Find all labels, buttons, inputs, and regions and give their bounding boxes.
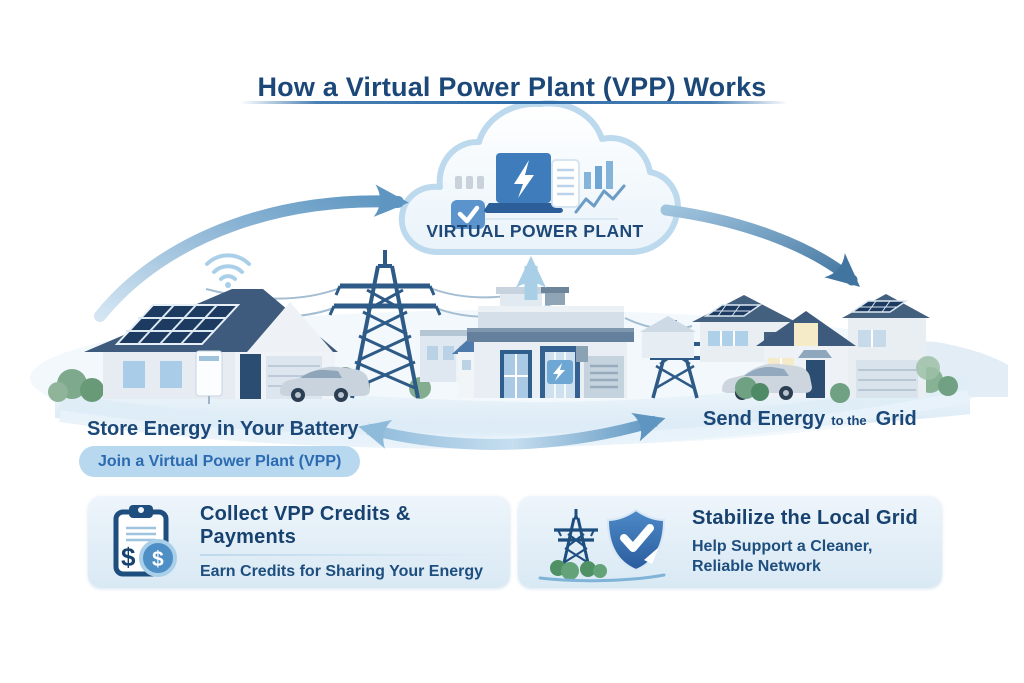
credits-panel-subtitle: Earn Credits for Sharing Your Energy [200,562,484,580]
grid-panel-subtitle: Help Support a Cleaner, Reliable Network [692,538,873,575]
grid-panel: Stabilize the Local Grid Help Support a … [518,496,942,588]
tower-bushes [550,560,607,580]
factory-building [458,287,634,398]
store-energy-heading: Store Energy in Your Battery [87,418,359,440]
send-energy-tail: Grid [875,408,917,430]
bolt-sign-icon [547,360,573,384]
vpp-cloud-label: VIRTUAL POWER PLANT [426,221,644,241]
report-doc-icon [551,159,580,208]
arrow-battery-grid-exchange [358,412,666,450]
send-energy-lead: Send Energy [703,408,826,430]
coin-dollar-sign: $ [152,548,164,571]
wifi-icon [205,253,251,288]
credits-panel-title: Collect VPP Credits & Payments [200,502,411,548]
ev-car-left [280,366,370,402]
page-title: How a Virtual Power Plant (VPP) Works [257,72,767,103]
credits-panel: $ $ Collect VPP Credits & Payments Earn … [88,496,510,588]
solar-panel-array-icon [114,304,241,345]
shield-check-icon [606,508,666,572]
tower-icon [554,509,598,573]
clipboard-dollar-icon: $ $ [113,505,177,577]
arrow-cloud-to-grid [660,204,861,287]
dollar-sign: $ [121,542,136,572]
join-vpp-badge: Join a Virtual Power Plant (VPP) [79,446,361,477]
send-energy-connector: to the [831,413,867,428]
dollar-coin-icon: $ [139,539,177,577]
tower-shield-check-icon [538,508,666,583]
send-energy-heading: Send Energy to the Grid [703,408,917,431]
grid-panel-body: Stabilize the Local Grid Help Support a … [692,507,928,576]
laptop-bolt-icon [484,153,563,213]
credits-panel-body: Collect VPP Credits & Payments Earn Cred… [200,503,496,582]
home-battery-unit [195,350,223,404]
ground-line [538,573,666,583]
bushes-front [735,356,940,403]
title-underline [240,101,788,104]
bar-chart-icon [584,161,613,189]
grid-panel-title: Stabilize the Local Grid [692,507,918,530]
checkbox-icon [451,200,485,229]
transmission-tower-main [328,250,442,399]
line-chart-icon [574,184,626,214]
credits-panel-divider [200,553,496,556]
vpp-cloud [398,100,681,255]
battery-cells-icon [455,176,484,189]
arrow-house-to-cloud [94,184,409,322]
